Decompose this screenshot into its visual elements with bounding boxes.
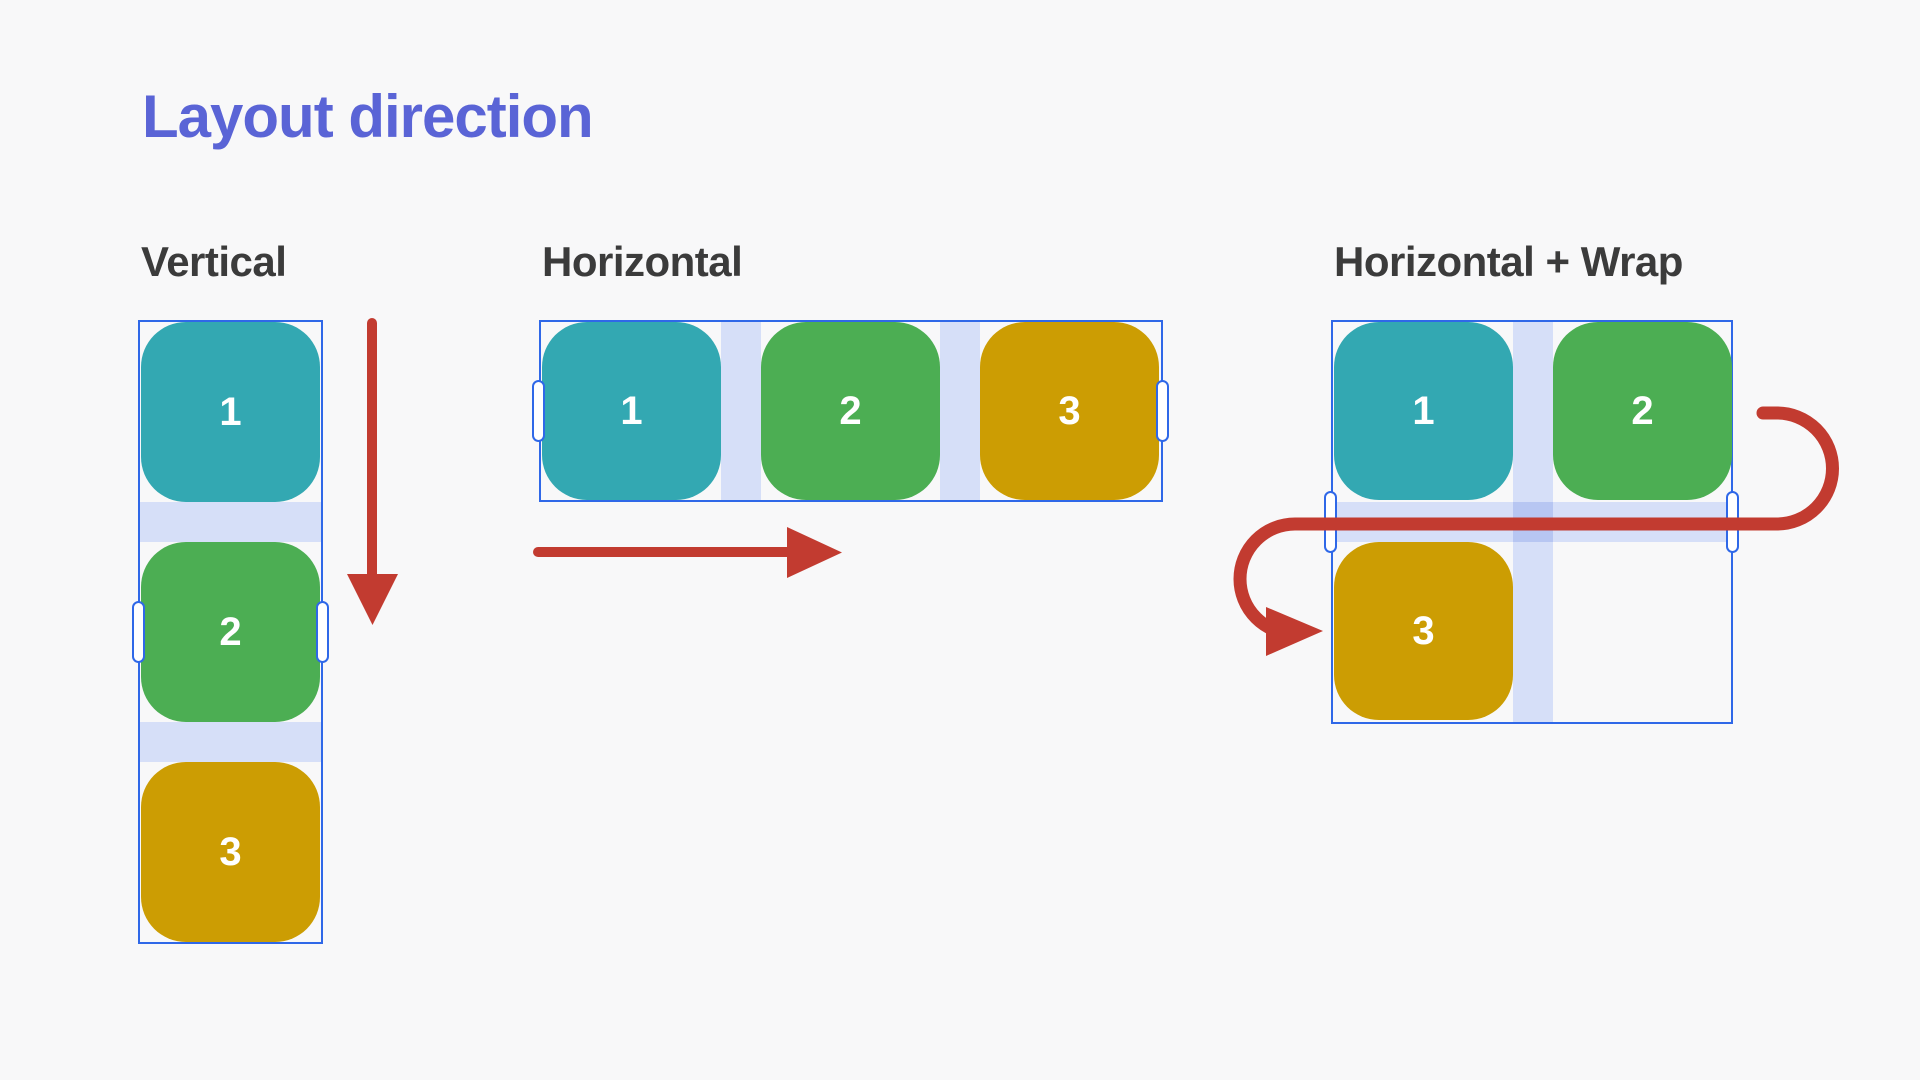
item-box: 2 xyxy=(141,542,320,722)
item-box: 1 xyxy=(141,322,320,502)
flow-right-arrow-icon xyxy=(533,527,842,578)
item-number: 3 xyxy=(1058,388,1081,433)
flow-down-arrow-icon xyxy=(347,318,398,625)
resize-handle-pill xyxy=(1726,491,1739,553)
gap-highlight xyxy=(140,502,321,542)
item-number: 2 xyxy=(839,388,862,433)
gap-highlight xyxy=(940,322,980,500)
item-box: 1 xyxy=(1334,322,1513,500)
section-label-horizontal: Horizontal xyxy=(542,238,743,285)
section-label-horizontal-wrap: Horizontal + Wrap xyxy=(1334,238,1683,285)
item-number: 1 xyxy=(219,389,242,434)
item-number: 3 xyxy=(219,829,242,874)
resize-handle-pill xyxy=(316,601,329,663)
item-number: 3 xyxy=(1412,608,1435,653)
horizontal-wrap-layout-frame: 1 2 3 xyxy=(1331,320,1733,724)
item-box: 2 xyxy=(761,322,940,500)
item-number: 2 xyxy=(219,609,242,654)
vertical-layout-frame: 1 2 3 xyxy=(138,320,323,944)
gap-highlight xyxy=(721,322,761,500)
page-title: Layout direction xyxy=(142,83,594,150)
item-number: 2 xyxy=(1631,388,1654,433)
gap-highlight xyxy=(140,722,321,762)
item-box: 2 xyxy=(1553,322,1732,500)
section-label-vertical: Vertical xyxy=(141,238,287,285)
item-box: 3 xyxy=(980,322,1159,500)
horizontal-layout-frame: 1 2 3 xyxy=(539,320,1163,502)
item-box: 3 xyxy=(1334,542,1513,720)
resize-handle-pill xyxy=(1324,491,1337,553)
resize-handle-pill xyxy=(132,601,145,663)
item-box: 1 xyxy=(542,322,721,500)
resize-handle-pill xyxy=(1156,380,1169,442)
item-box: 3 xyxy=(141,762,320,942)
item-number: 1 xyxy=(1412,388,1435,433)
item-number: 1 xyxy=(620,388,643,433)
resize-handle-pill xyxy=(532,380,545,442)
gap-highlight-overlap xyxy=(1513,502,1553,542)
